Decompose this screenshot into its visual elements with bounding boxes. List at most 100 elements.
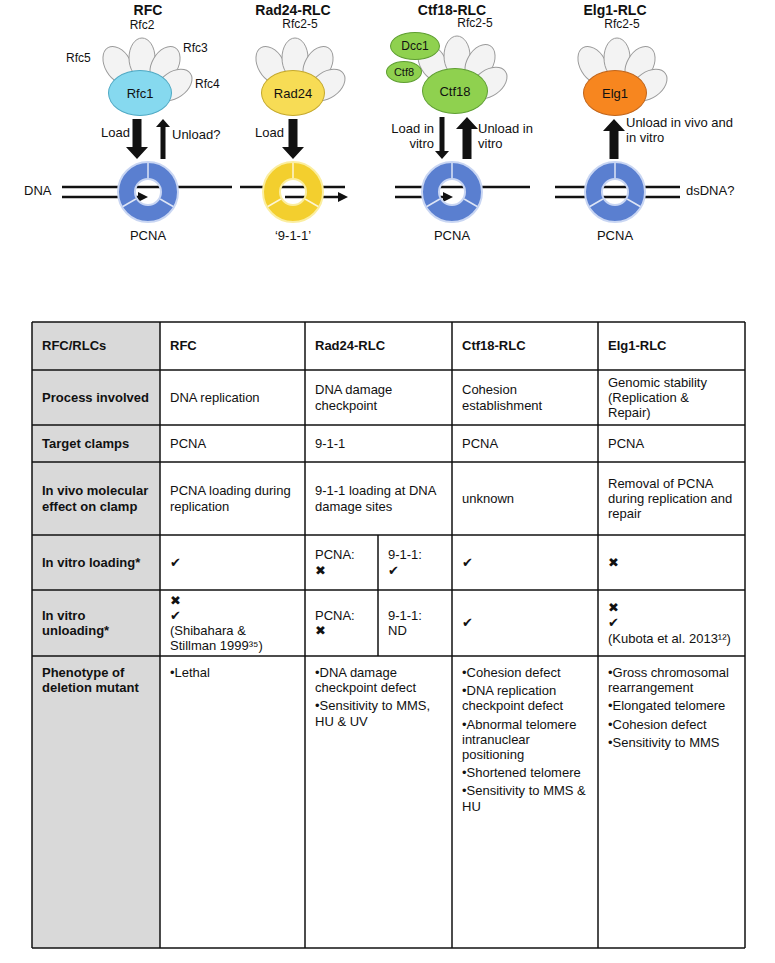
table-cell-text: PCNA bbox=[608, 436, 735, 451]
load-arrow bbox=[282, 119, 304, 159]
table-cell: •Lethal bbox=[161, 657, 304, 947]
table-cell: PCNA loading during replication bbox=[161, 463, 304, 534]
subunit-label: Rfc4 bbox=[195, 78, 235, 92]
table-cell-text: ✔ bbox=[388, 563, 442, 578]
table-cell-text: ✔ bbox=[608, 615, 735, 630]
subunit-ellipse: Rfc1 bbox=[108, 70, 172, 116]
subunit-label: Rfc2 bbox=[124, 19, 160, 33]
dna-label: DNA bbox=[24, 184, 60, 199]
table-header: In vitro unloading* bbox=[42, 608, 150, 638]
table-cell-text: PCNA: bbox=[315, 547, 368, 562]
table-grid bbox=[32, 322, 745, 948]
table-cell: Phenotype of deletion mutant bbox=[33, 657, 159, 947]
arrow-label: Unload in vivo and in vitro bbox=[626, 116, 736, 146]
subunit-ellipse: Ctf18 bbox=[422, 68, 488, 114]
table-cell: DNA replication bbox=[161, 371, 304, 424]
subunit-ellipse: Dcc1 bbox=[390, 32, 440, 60]
table-cell-text: •Sensitivity to MMS, HU & UV bbox=[315, 698, 442, 728]
table-cell-text: •Sensitivity to MMS & HU bbox=[462, 783, 588, 813]
table-cell-text: DNA replication bbox=[170, 390, 295, 405]
subunit-label: Ctf8 bbox=[394, 66, 414, 78]
arrow-label: Load bbox=[232, 126, 284, 141]
load-arrow bbox=[603, 119, 625, 159]
clamp-label: PCNA bbox=[597, 228, 633, 243]
table-cell: ✔ bbox=[453, 536, 597, 589]
load-arrow bbox=[456, 117, 478, 159]
table-cell: 9-1-1 bbox=[306, 426, 451, 461]
table-cell-text: •Sensitivity to MMS bbox=[608, 735, 735, 750]
table-cell-text: 9-1-1 loading at DNA damage sites bbox=[315, 483, 442, 513]
table-cell: PCNA:✖ bbox=[306, 536, 377, 589]
table-cell-text: ✖ bbox=[608, 555, 735, 570]
table-cell-text: ✖ bbox=[315, 623, 368, 638]
clamp-ring: PCNA bbox=[417, 160, 487, 246]
column-title: RFC bbox=[98, 2, 198, 18]
subunit-label: Rad24 bbox=[274, 86, 312, 101]
subunit-ellipse: Rad24 bbox=[261, 70, 325, 116]
table-cell: In vivo molecular effect on clamp bbox=[33, 463, 159, 534]
table-cell-text: •Gross chromosomal rearrangement bbox=[608, 665, 735, 695]
table-cell-text: ✔ bbox=[462, 555, 588, 570]
table-cell-text: PCNA: bbox=[315, 608, 368, 623]
table-cell-text: Removal of PCNA during replication and r… bbox=[608, 476, 735, 522]
table-cell-text: ✔ bbox=[462, 615, 588, 630]
load-arrow bbox=[156, 119, 170, 159]
table-cell: RFC/RLCs bbox=[33, 323, 159, 369]
clamp-label: PCNA bbox=[434, 228, 470, 243]
table-cell: 9-1-1:ND bbox=[379, 591, 451, 655]
table-cell: Target clamps bbox=[33, 426, 159, 461]
table-header: In vitro loading* bbox=[42, 555, 150, 570]
table-cell-text: ✖ bbox=[315, 563, 368, 578]
table-cell: RFC bbox=[161, 323, 304, 369]
table-header: Target clamps bbox=[42, 436, 150, 451]
table-cell-text: •Abnormal telomere intranuclear position… bbox=[462, 717, 588, 763]
table-cell: ✖✔(Kubota et al. 2013¹²) bbox=[599, 591, 744, 655]
table-cell-text: Cohesion establishment bbox=[462, 382, 588, 412]
table-header: Phenotype of deletion mutant bbox=[42, 665, 150, 695]
table-cell: Elg1-RLC bbox=[599, 323, 744, 369]
subunit-label: Rfc2-5 bbox=[592, 18, 652, 32]
column-title: Rad24-RLC bbox=[243, 2, 343, 18]
table-cell: 9-1-1:✔ bbox=[379, 536, 451, 589]
subunit-label: Rfc1 bbox=[127, 86, 154, 101]
table-cell: ✖ bbox=[599, 536, 744, 589]
table-cell: PCNA:✖ bbox=[306, 591, 377, 655]
table-header: RFC/RLCs bbox=[42, 338, 150, 353]
table-cell: •Gross chromosomal rearrangement•Elongat… bbox=[599, 657, 744, 947]
table-cell: ✔ bbox=[453, 591, 597, 655]
table-cell-text: •Lethal bbox=[170, 665, 295, 680]
table-cell: DNA damage checkpoint bbox=[306, 371, 451, 424]
ring-shape bbox=[113, 160, 183, 224]
table-header: RFC bbox=[170, 338, 295, 353]
subunit-label: Rfc2-5 bbox=[270, 18, 330, 32]
table-cell-text: ND bbox=[388, 623, 442, 638]
table-cell: Process involved bbox=[33, 371, 159, 424]
table-cell-text: •Shortened telomere bbox=[462, 765, 588, 780]
table-cell-text: •Cohesion defect bbox=[608, 717, 735, 732]
table-cell-text: PCNA loading during replication bbox=[170, 483, 295, 513]
table-cell: In vitro loading* bbox=[33, 536, 159, 589]
clamp-ring: PCNA bbox=[113, 160, 183, 246]
arrow-label: Unload? bbox=[172, 128, 236, 143]
table-cell: Removal of PCNA during replication and r… bbox=[599, 463, 744, 534]
table-header: Rad24-RLC bbox=[315, 338, 442, 353]
table-cell-text: 9-1-1: bbox=[388, 608, 442, 623]
table-cell-text: (Shibahara & Stillman 1999³⁵) bbox=[170, 623, 295, 653]
ring-shape bbox=[258, 160, 328, 224]
table-cell: Ctf18-RLC bbox=[453, 323, 597, 369]
table-cell-text: 9-1-1: bbox=[388, 547, 442, 562]
table-cell: •DNA damage checkpoint defect•Sensitivit… bbox=[306, 657, 451, 947]
table-cell-text: PCNA bbox=[170, 436, 295, 451]
clamp-ring: ‘9-1-1’ bbox=[258, 160, 328, 246]
ring-shape bbox=[417, 160, 487, 224]
subunit-label: Rfc2-5 bbox=[445, 17, 505, 31]
table-header: Ctf18-RLC bbox=[462, 338, 588, 353]
subunit-label: Rfc5 bbox=[66, 52, 102, 66]
table-cell-text: PCNA bbox=[462, 436, 588, 451]
table-cell: In vitro unloading* bbox=[33, 591, 159, 655]
table-cell-text: 9-1-1 bbox=[315, 436, 442, 451]
arrow-label: Load in vitro bbox=[384, 122, 434, 152]
table-cell: PCNA bbox=[599, 426, 744, 461]
table-cell: ✖✔(Shibahara & Stillman 1999³⁵) bbox=[161, 591, 304, 655]
table-cell-text: ✖ bbox=[170, 593, 295, 608]
